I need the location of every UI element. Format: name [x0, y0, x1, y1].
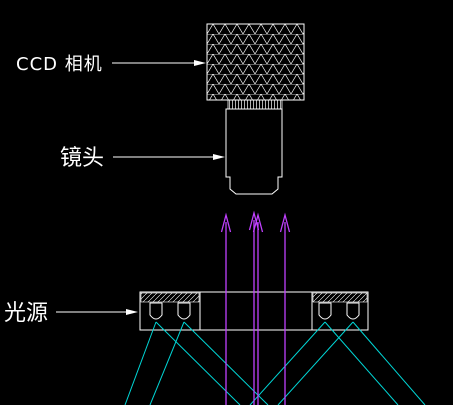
ccd-camera	[206, 23, 305, 110]
led-right-1	[318, 302, 332, 320]
lens	[225, 108, 283, 195]
led-right-2	[346, 302, 360, 320]
lens-leader-arrow	[113, 154, 225, 160]
camera-label: CCD 相机	[16, 54, 103, 75]
camera-leader-arrow	[112, 60, 206, 66]
led-left-1	[149, 302, 163, 320]
led-left-2	[177, 302, 191, 320]
light-source-label: 光源	[4, 301, 48, 326]
reflected-rays	[220, 210, 291, 405]
light-rays	[124, 321, 426, 405]
light-leader-arrow	[56, 309, 138, 315]
lens-label: 镜头	[60, 146, 104, 171]
